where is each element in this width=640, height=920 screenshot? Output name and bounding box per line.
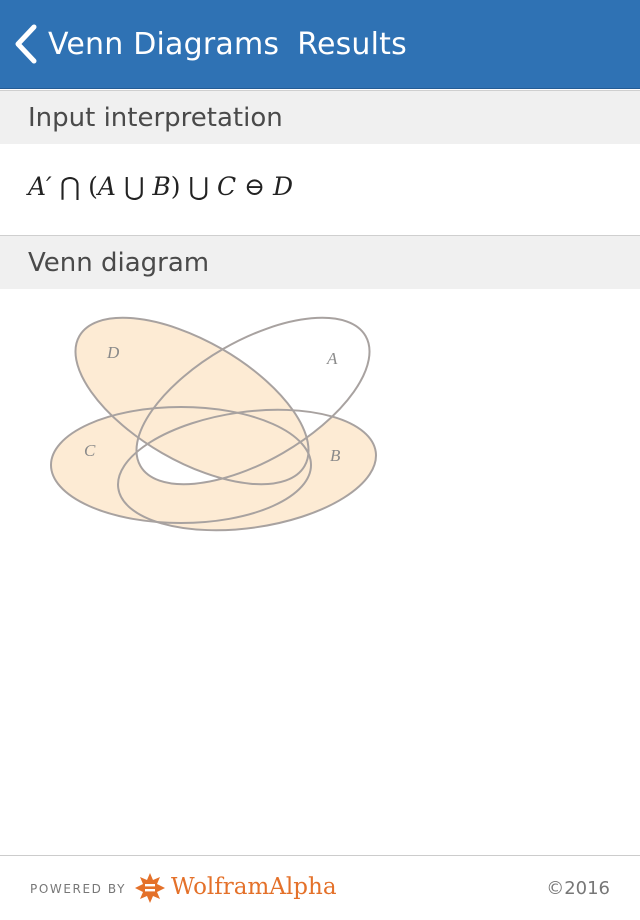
expr-symmetric-difference: ⊖ xyxy=(244,172,266,201)
pod-header-venn-diagram: Venn diagram xyxy=(0,235,640,289)
input-expression: A′ ⋂ (A ⋃ B) ⋃ C ⊖ D xyxy=(28,172,293,201)
back-button-label[interactable]: Venn Diagrams xyxy=(48,26,280,62)
expr-intersection: ⋂ xyxy=(59,172,81,201)
powered-by-label: POWERED BY xyxy=(30,882,127,896)
wolframalpha-brand[interactable]: WolframAlpha xyxy=(171,874,337,900)
footer: POWERED BY WolframAlpha ©2016 xyxy=(0,855,640,920)
expr-c: C xyxy=(216,172,237,201)
pod-header-input-interpretation: Input interpretation xyxy=(0,90,640,144)
expr-open-paren: ( xyxy=(88,172,98,201)
expr-a: A xyxy=(97,172,116,201)
expr-b: B xyxy=(152,172,171,201)
set-a-label: A xyxy=(326,349,338,368)
set-c-label: C xyxy=(84,441,96,460)
venn-outlines xyxy=(50,316,377,532)
expr-a-complement: A′ xyxy=(28,172,52,201)
expr-union: ⋃ xyxy=(188,172,210,201)
expr-close-paren: ) xyxy=(170,172,181,201)
navigation-bar: Venn Diagrams Results xyxy=(0,0,640,89)
set-b-outline xyxy=(117,408,377,532)
chevron-left-icon xyxy=(15,24,37,64)
set-a-outline xyxy=(135,316,371,486)
copyright-text: ©2016 xyxy=(546,878,610,899)
expr-d: D xyxy=(272,172,294,201)
wolframalpha-logo-icon[interactable] xyxy=(134,872,166,904)
expr-union: ⋃ xyxy=(123,172,145,201)
set-c-outline xyxy=(50,406,312,524)
back-button[interactable]: Venn Diagrams xyxy=(0,0,279,88)
venn-shading xyxy=(51,317,376,531)
set-d-label: D xyxy=(106,343,120,362)
page-title: Results xyxy=(297,26,407,62)
set-b-label: B xyxy=(330,446,341,465)
venn-diagram: D A C B xyxy=(50,316,377,532)
